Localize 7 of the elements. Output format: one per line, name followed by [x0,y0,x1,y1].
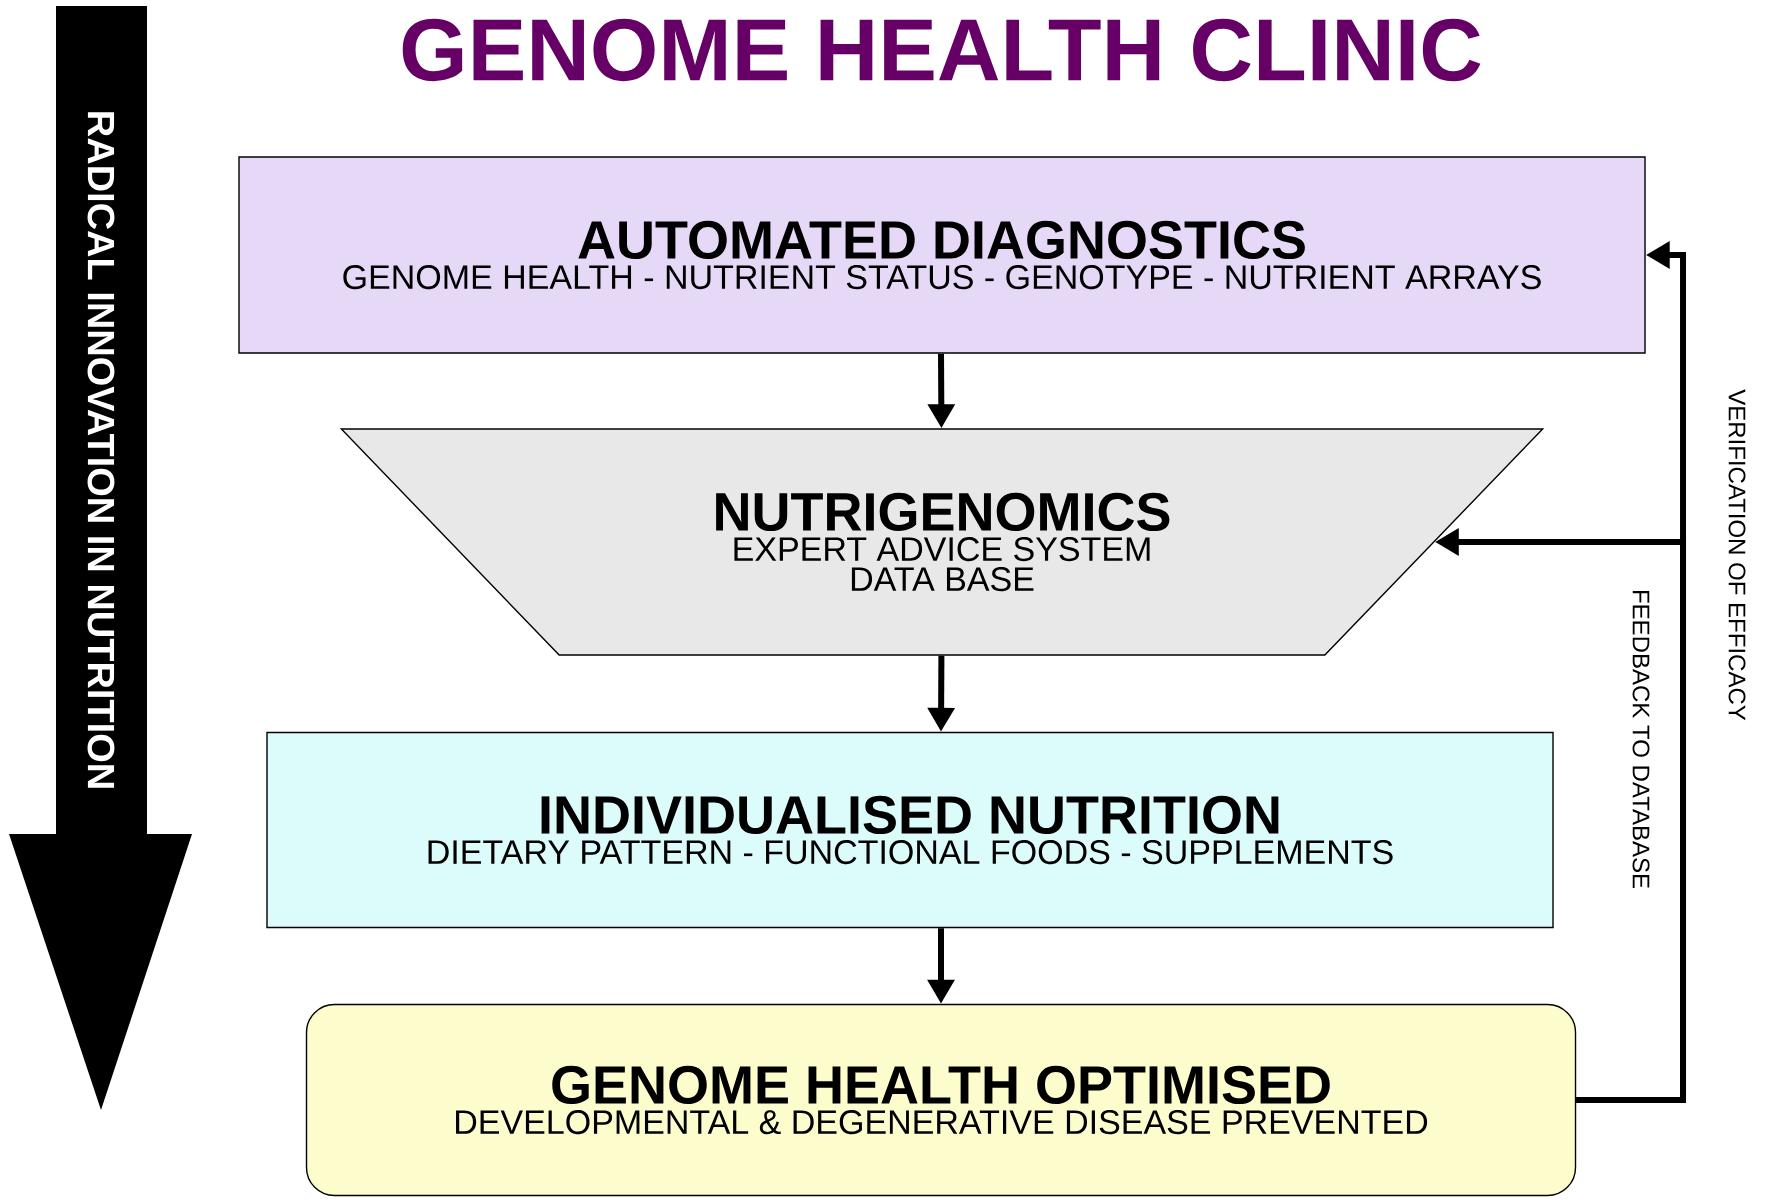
rounded-box: GENOME HEALTH OPTIMISED DEVELOPMENTAL & DEGENERATIVE DISEASE PREVENTED [305,1003,1577,1197]
edge-label: VERIFICATION OF EFFICACY [1728,389,1746,721]
process-box: AUTOMATED DIAGNOSTICS GENOME HEALTH - NUTRIENT STATUS - GENOTYPE - NUTRIENT ARRAYS [238,156,1646,354]
arrow-label: RADICAL INNOVATION IN NUTRITION [87,112,115,788]
edge-label: FEEDBACK TO DATABASE [1632,590,1650,888]
process-box: INDIVIDUALISED NUTRITION DIETARY PATTERN - FUNCTIONAL FOODS - SUPPLEMENTS [266,731,1554,929]
title: GENOME HEALTH CLINIC [402,18,1481,82]
